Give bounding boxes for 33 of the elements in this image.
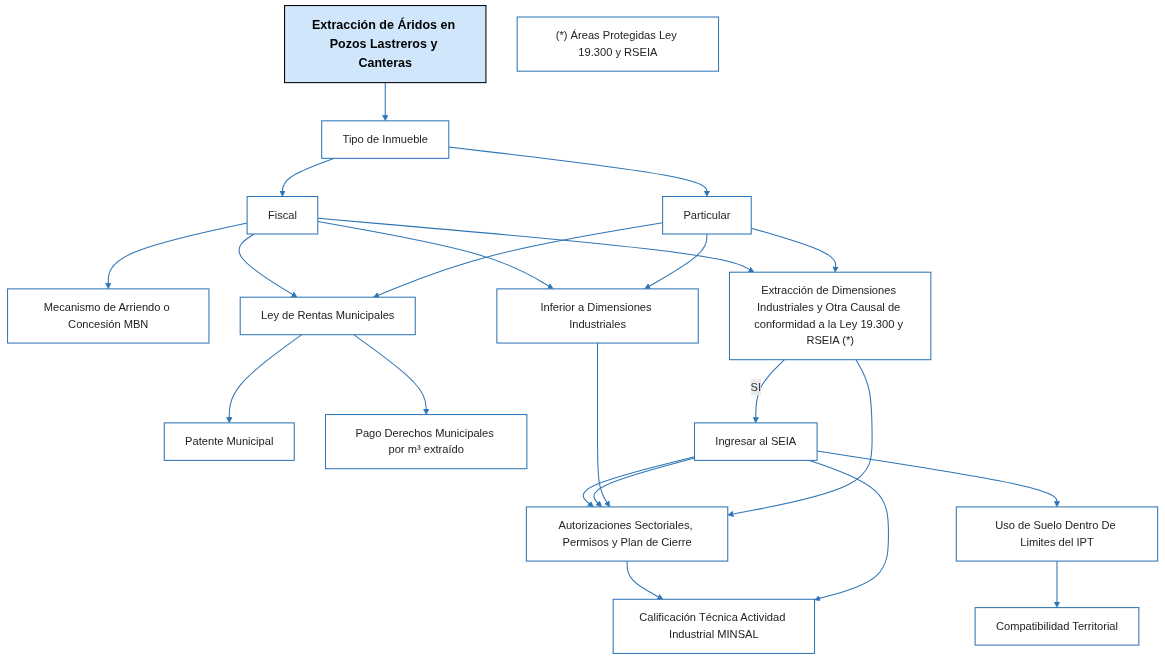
node-box: Autorizaciones Sectoriales, Permisos y Plan de Cierre — [525, 506, 729, 562]
node-box: Ley de Rentas Municipales — [239, 296, 416, 336]
node-box: Fiscal — [246, 196, 319, 235]
arrow — [752, 359, 785, 424]
arrow — [626, 560, 664, 600]
arrow — [353, 334, 430, 415]
node-box: Uso de Suelo Dentro De Limites del IPT — [955, 506, 1159, 562]
node-box: Extracción de Áridos en Pozos Lastreros y Canteras — [283, 5, 487, 84]
node-box: Pago Derechos Municipales por m³ extraído — [324, 414, 528, 470]
arrow — [596, 342, 610, 508]
node-box: Calificación Técnica Actividad Industrial MINSAL — [612, 598, 815, 654]
edge-label: SI — [750, 380, 761, 393]
node-box: Extracción de Dimensiones Industriales y Otra Causal de conformidad a la Ley 19.300 y RSEIA (*) — [728, 271, 932, 361]
arrow — [448, 146, 710, 197]
arrow — [238, 233, 298, 298]
node-box: Particular — [662, 196, 752, 235]
arrow — [373, 222, 663, 298]
arrow — [382, 82, 389, 122]
node-box: Tipo de Inmueble — [321, 120, 450, 159]
node-box: Ingresar al SEIA — [693, 422, 818, 461]
arrow — [226, 334, 303, 424]
arrow — [816, 450, 1060, 508]
arrow — [809, 459, 889, 602]
node-box: Mecanismo de Arriendo o Concesión MBN — [6, 288, 210, 344]
node-box: (*) Áreas Protegidas Ley 19.300 y RSEIA — [516, 16, 719, 72]
node-box: Compatibilidad Territorial — [974, 607, 1140, 646]
arrow — [1053, 560, 1060, 608]
node-box: Patente Municipal — [163, 422, 295, 461]
arrow — [317, 217, 755, 273]
node-box: Inferior a Dimensiones Industriales — [496, 288, 699, 344]
arrow — [727, 359, 873, 517]
arrow — [644, 233, 708, 290]
arrow — [317, 221, 554, 290]
